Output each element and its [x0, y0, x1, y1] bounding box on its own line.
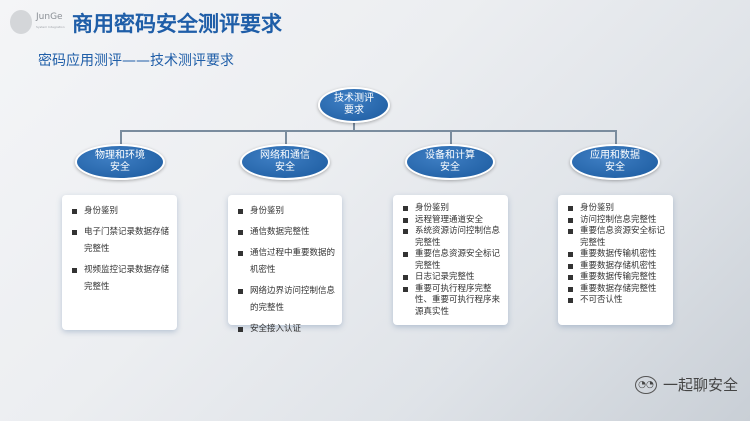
logo-name: JunGe [36, 12, 63, 22]
list-item: 网络边界访问控制信息的完整性 [238, 283, 336, 317]
connector [285, 130, 287, 145]
list-item: 重要数据传输机密性 [568, 249, 667, 261]
list-item: 重要信息资源安全标记完整性 [403, 249, 502, 272]
list-item: 身份鉴别 [568, 203, 667, 215]
page-title: 商用密码安全测评要求 [72, 11, 282, 36]
list-item: 身份鉴别 [403, 203, 502, 215]
list-item: 通信过程中重要数据的机密性 [238, 245, 336, 279]
requirement-list: 身份鉴别远程管理通道安全系统资源访问控制信息完整性重要信息资源安全标记完整性日志… [393, 195, 508, 325]
connector [353, 121, 355, 131]
list-item: 安全接入认证 [238, 321, 336, 338]
logo-mark [10, 10, 32, 34]
connector [120, 130, 616, 132]
category-node: 应用和数据 安全 [570, 144, 660, 180]
list-item: 不可否认性 [568, 295, 667, 307]
watermark: ◔◔ 一起聊安全 [634, 374, 738, 395]
list-item: 重要信息资源安全标记完整性 [568, 226, 667, 249]
category-node: 网络和通信 安全 [240, 144, 330, 180]
connector [615, 130, 617, 145]
watermark-text: 一起聊安全 [662, 376, 738, 394]
list-item: 重要数据存储完整性 [568, 284, 667, 296]
category-node: 物理和环境 安全 [75, 144, 165, 180]
list-item: 重要数据传输完整性 [568, 272, 667, 284]
connector [450, 130, 452, 145]
list-item: 系统资源访问控制信息完整性 [403, 226, 502, 249]
root-node: 技术测评 要求 [318, 87, 390, 123]
connector [120, 130, 122, 145]
list-item: 通信数据完整性 [238, 224, 336, 241]
wechat-icon: ◔◔ [634, 375, 657, 394]
list-item: 重要可执行程序完整性、重要可执行程序来源真实性 [403, 284, 502, 319]
list-item: 远程管理通道安全 [403, 215, 502, 227]
logo-tagline: System Integration [36, 25, 65, 29]
list-item: 视频监控记录数据存储完整性 [72, 262, 171, 296]
list-item: 访问控制信息完整性 [568, 215, 667, 227]
list-item: 日志记录完整性 [403, 272, 502, 284]
logo: JunGe System Integration [10, 10, 70, 34]
requirement-list: 身份鉴别电子门禁记录数据存储完整性视频监控记录数据存储完整性 [62, 195, 177, 330]
page-subtitle: 密码应用测评——技术测评要求 [38, 53, 234, 69]
category-node: 设备和计算 安全 [405, 144, 495, 180]
requirement-list: 身份鉴别通信数据完整性通信过程中重要数据的机密性网络边界访问控制信息的完整性安全… [228, 195, 342, 334]
list-item: 电子门禁记录数据存储完整性 [72, 224, 171, 258]
list-item: 身份鉴别 [72, 203, 171, 220]
requirement-list: 身份鉴别访问控制信息完整性重要信息资源安全标记完整性重要数据传输机密性重要数据存… [558, 195, 673, 325]
list-item: 身份鉴别 [238, 203, 336, 220]
list-item: 重要数据存储机密性 [568, 261, 667, 273]
